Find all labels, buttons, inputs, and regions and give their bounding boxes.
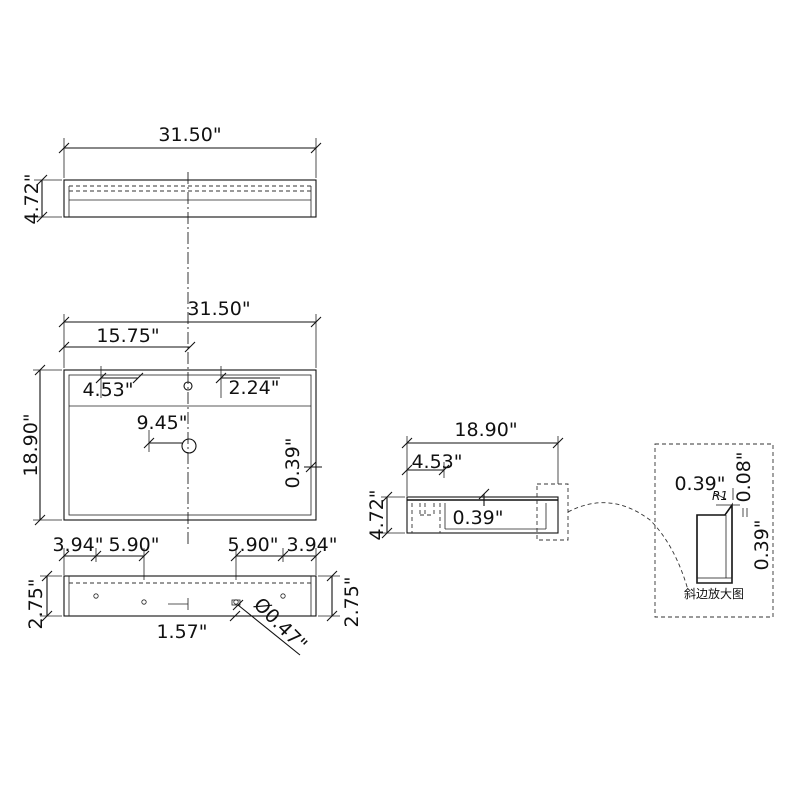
plan-depth-label: 18.90" (20, 413, 42, 476)
detail-top-label: 0.39" (674, 473, 725, 495)
detail-view: 0.39" R1 0.08" 0.39" 斜边放大图 (654, 443, 774, 618)
front-bottom-label: 1.57" (156, 621, 207, 643)
detail-connector (567, 502, 689, 591)
detail-callout-box (536, 483, 569, 541)
side-wall-label: 0.39" (452, 507, 503, 529)
detail-side-label: 0.39" (751, 519, 773, 570)
top-view-height-label: 4.72" (21, 173, 43, 224)
side-section: 18.90" 4.53" 4.72" 0.39" (366, 419, 569, 541)
top-view: 31.50" 4.72" (21, 124, 322, 225)
front-right-inner-label: 5.90" (227, 534, 278, 556)
front-hole-label: Ø0.47" (249, 594, 311, 656)
side-offset-label: 4.53" (411, 451, 462, 473)
detail-chamfer-label: 0.08" (733, 451, 755, 502)
plan-right-offset-label: 2.24" (228, 377, 279, 399)
plan-half-width-label: 15.75" (96, 325, 159, 347)
drain-hole (181, 438, 197, 454)
front-right-height-label: 2.75" (341, 576, 363, 627)
plan-drain-offset-label: 9.45" (136, 412, 187, 434)
detail-frame (654, 443, 774, 618)
detail-radius-label: R1 (712, 489, 728, 503)
side-height-label: 4.72" (366, 489, 388, 540)
side-width-label: 18.90" (454, 419, 517, 441)
top-view-width-label: 31.50" (158, 124, 221, 146)
front-right-outer-label: 3.94" (286, 534, 337, 556)
faucet-hole (183, 381, 193, 391)
plan-wall-label: 0.39" (282, 437, 304, 488)
front-left-height-label: 2.75" (25, 578, 47, 629)
plan-overall-width-label: 31.50" (187, 298, 250, 320)
front-view: 3.94" 5.90" 5.90" 3.94" 2.75" 2.75" (25, 534, 363, 656)
front-left-outer-label: 3.94" (52, 534, 103, 556)
detail-caption: 斜边放大图 (684, 586, 744, 601)
front-left-inner-label: 5.90" (108, 534, 159, 556)
plan-left-offset-label: 4.53" (82, 379, 133, 401)
plan-view: 31.50" 15.75" 4.53" 2.24" 9.45" (20, 298, 322, 526)
